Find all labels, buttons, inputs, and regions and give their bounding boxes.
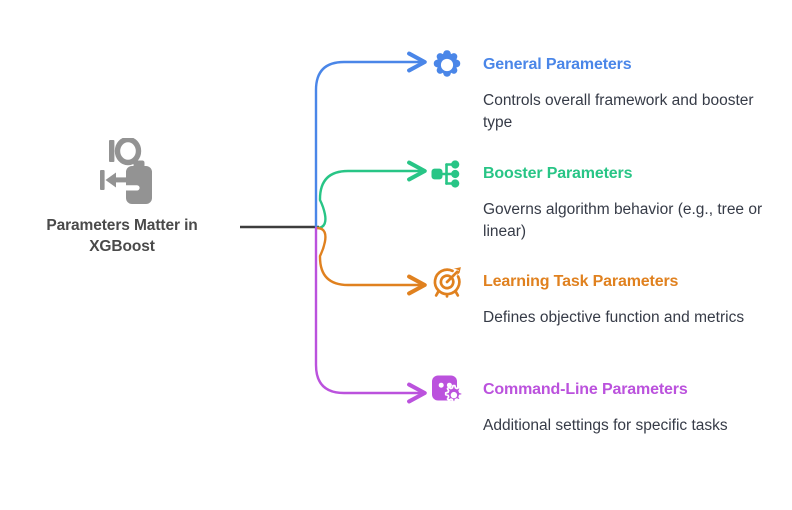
branch-description-line2: (e.g., tree or linear)	[483, 201, 763, 241]
branch-header: Learning Task Parameters	[428, 263, 780, 301]
branch-description: Additional settings for specific tasks	[483, 415, 773, 437]
branch-general-parameters[interactable]: General Parameters Controls overall fram…	[428, 46, 780, 135]
branch-description-line2: booster type	[483, 92, 754, 132]
root-node[interactable]: Parameters Matter in XGBoost	[12, 138, 232, 258]
branch-title: Command-Line Parameters	[483, 381, 688, 398]
branch-description-line1: Additional settings for specific	[483, 417, 688, 434]
branch-title: Learning Task Parameters	[483, 273, 679, 290]
branch-description-line1: Controls overall framework and	[483, 92, 698, 109]
branch-header: General Parameters	[428, 46, 780, 84]
connector-learning-task-parameters	[315, 226, 427, 296]
branch-command-line-parameters[interactable]: Command-Line Parameters Additional setti…	[428, 371, 780, 437]
branch-header: Booster Parameters	[428, 155, 780, 193]
connector-booster-parameters	[315, 160, 427, 230]
root-label-line2: XGBoost	[89, 237, 155, 255]
branch-description: Controls overall framework and booster t…	[483, 90, 773, 135]
connector-general-parameters	[314, 51, 427, 229]
branch-booster-parameters[interactable]: Booster Parameters Governs algorithm beh…	[428, 155, 780, 244]
root-label-line1: Parameters Matter in	[46, 217, 198, 234]
branch-description-line1: Governs algorithm behavior	[483, 201, 674, 218]
target-arrow-icon	[433, 267, 461, 298]
connector-command-line-parameters	[314, 226, 427, 404]
terminal-gear-icon	[432, 375, 463, 403]
branch-description: Defines objective function and metrics	[483, 307, 773, 329]
gear-icon	[433, 50, 461, 77]
branch-learning-task-parameters[interactable]: Learning Task Parameters Defines objecti…	[428, 263, 780, 329]
root-label: Parameters Matter in XGBoost	[12, 216, 232, 258]
branch-description: Governs algorithm behavior (e.g., tree o…	[483, 199, 773, 244]
branch-title: Booster Parameters	[483, 165, 633, 182]
settings-parameters-icon	[100, 138, 152, 204]
branch-description-line2: metrics	[694, 309, 745, 326]
branch-description-line1: Defines objective function and	[483, 309, 690, 326]
branch-title: General Parameters	[483, 56, 632, 73]
branch-header: Command-Line Parameters	[428, 371, 780, 409]
branch-description-line2: tasks	[691, 417, 728, 434]
tree-branch-icon	[431, 160, 460, 188]
